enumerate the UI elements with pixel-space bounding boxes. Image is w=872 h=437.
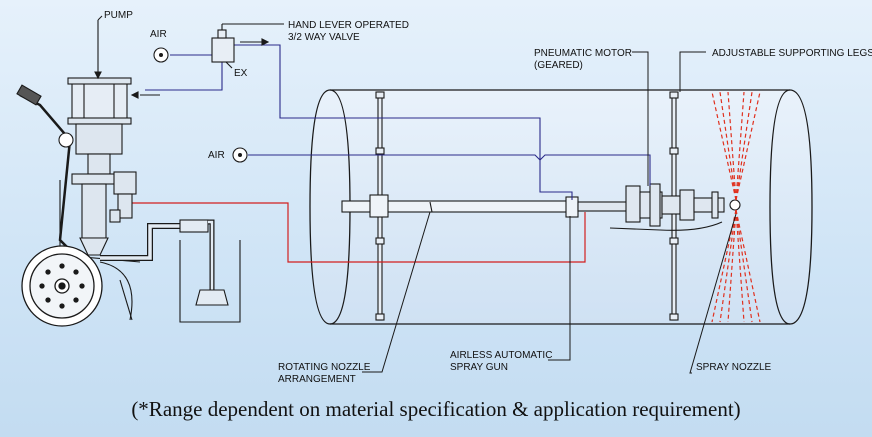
label-motor-line2: (GEARED) — [534, 60, 583, 71]
spray-pattern — [711, 91, 761, 323]
label-gun-line1: AIRLESS AUTOMATIC — [450, 350, 552, 361]
label-ex: EX — [234, 68, 248, 79]
label-legs: ADJUSTABLE SUPPORTING LEGS — [712, 48, 872, 59]
fluid-line — [130, 202, 586, 263]
caption: (*Range dependent on material specificat… — [131, 397, 741, 421]
label-motor-line1: PNEUMATIC MOTOR — [534, 48, 632, 59]
label-rotating-line1: ROTATING NOZZLE — [278, 362, 371, 373]
label-spray-nozzle: SPRAY NOZZLE — [696, 362, 772, 373]
rotating-nozzle-rod — [341, 194, 579, 218]
label-valve-line2: 3/2 WAY VALVE — [288, 32, 360, 43]
pump-cart — [16, 20, 141, 321]
cart-wheel — [21, 245, 103, 327]
suction-hose — [100, 219, 229, 306]
paint-bucket — [179, 240, 241, 323]
label-rotating-line2: ARRANGEMENT — [278, 374, 356, 385]
label-pump: PUMP — [104, 10, 133, 21]
label-valve-line1: HAND LEVER OPERATED — [288, 20, 409, 31]
label-gun-line2: SPRAY GUN — [450, 362, 508, 373]
label-air-mid: AIR — [208, 150, 225, 161]
pneumatic-motor-assembly — [577, 183, 741, 231]
flow-arrow — [130, 91, 160, 99]
air-inlet-top — [153, 47, 169, 63]
label-air-top: AIR — [150, 29, 167, 40]
air-inlet-mid — [232, 147, 248, 163]
hand-lever-valve — [211, 23, 284, 69]
